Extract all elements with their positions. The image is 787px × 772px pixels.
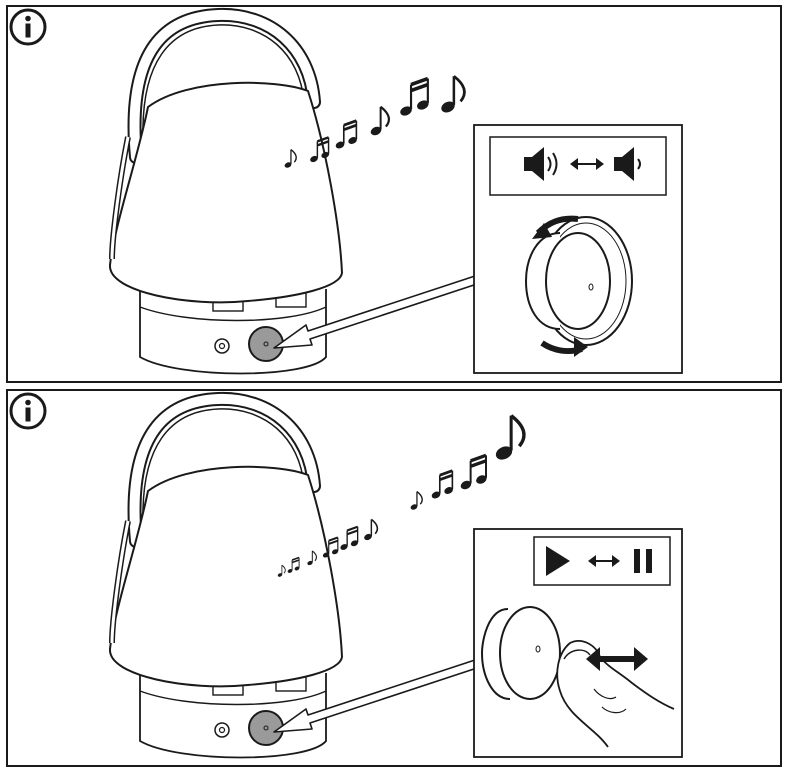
speaker-quiet-icon — [614, 147, 641, 181]
lamp-shade — [108, 81, 344, 304]
control-knob[interactable] — [248, 326, 284, 362]
rotate-knob-illustration — [524, 215, 633, 357]
play-pause-panel — [6, 389, 782, 767]
power-port-icon — [214, 722, 230, 738]
press-knob-illustration — [480, 606, 675, 748]
info-icon — [9, 392, 47, 430]
detail-inset — [473, 124, 683, 374]
finger-icon — [556, 640, 675, 748]
volume-illustration — [108, 7, 683, 375]
info-icon — [9, 8, 47, 46]
lamp-shade — [108, 465, 344, 688]
speaker-loud-icon — [524, 147, 558, 181]
volume-panel — [6, 5, 782, 383]
play-icon — [546, 546, 570, 576]
play-pause-illustration — [108, 391, 683, 759]
double-arrow-icon — [588, 555, 620, 567]
control-knob[interactable] — [248, 710, 284, 746]
detail-inset — [473, 528, 683, 758]
double-arrow-icon — [570, 158, 604, 170]
pause-icon — [634, 549, 652, 573]
power-port-icon — [214, 338, 230, 354]
speaker-base — [139, 671, 327, 759]
